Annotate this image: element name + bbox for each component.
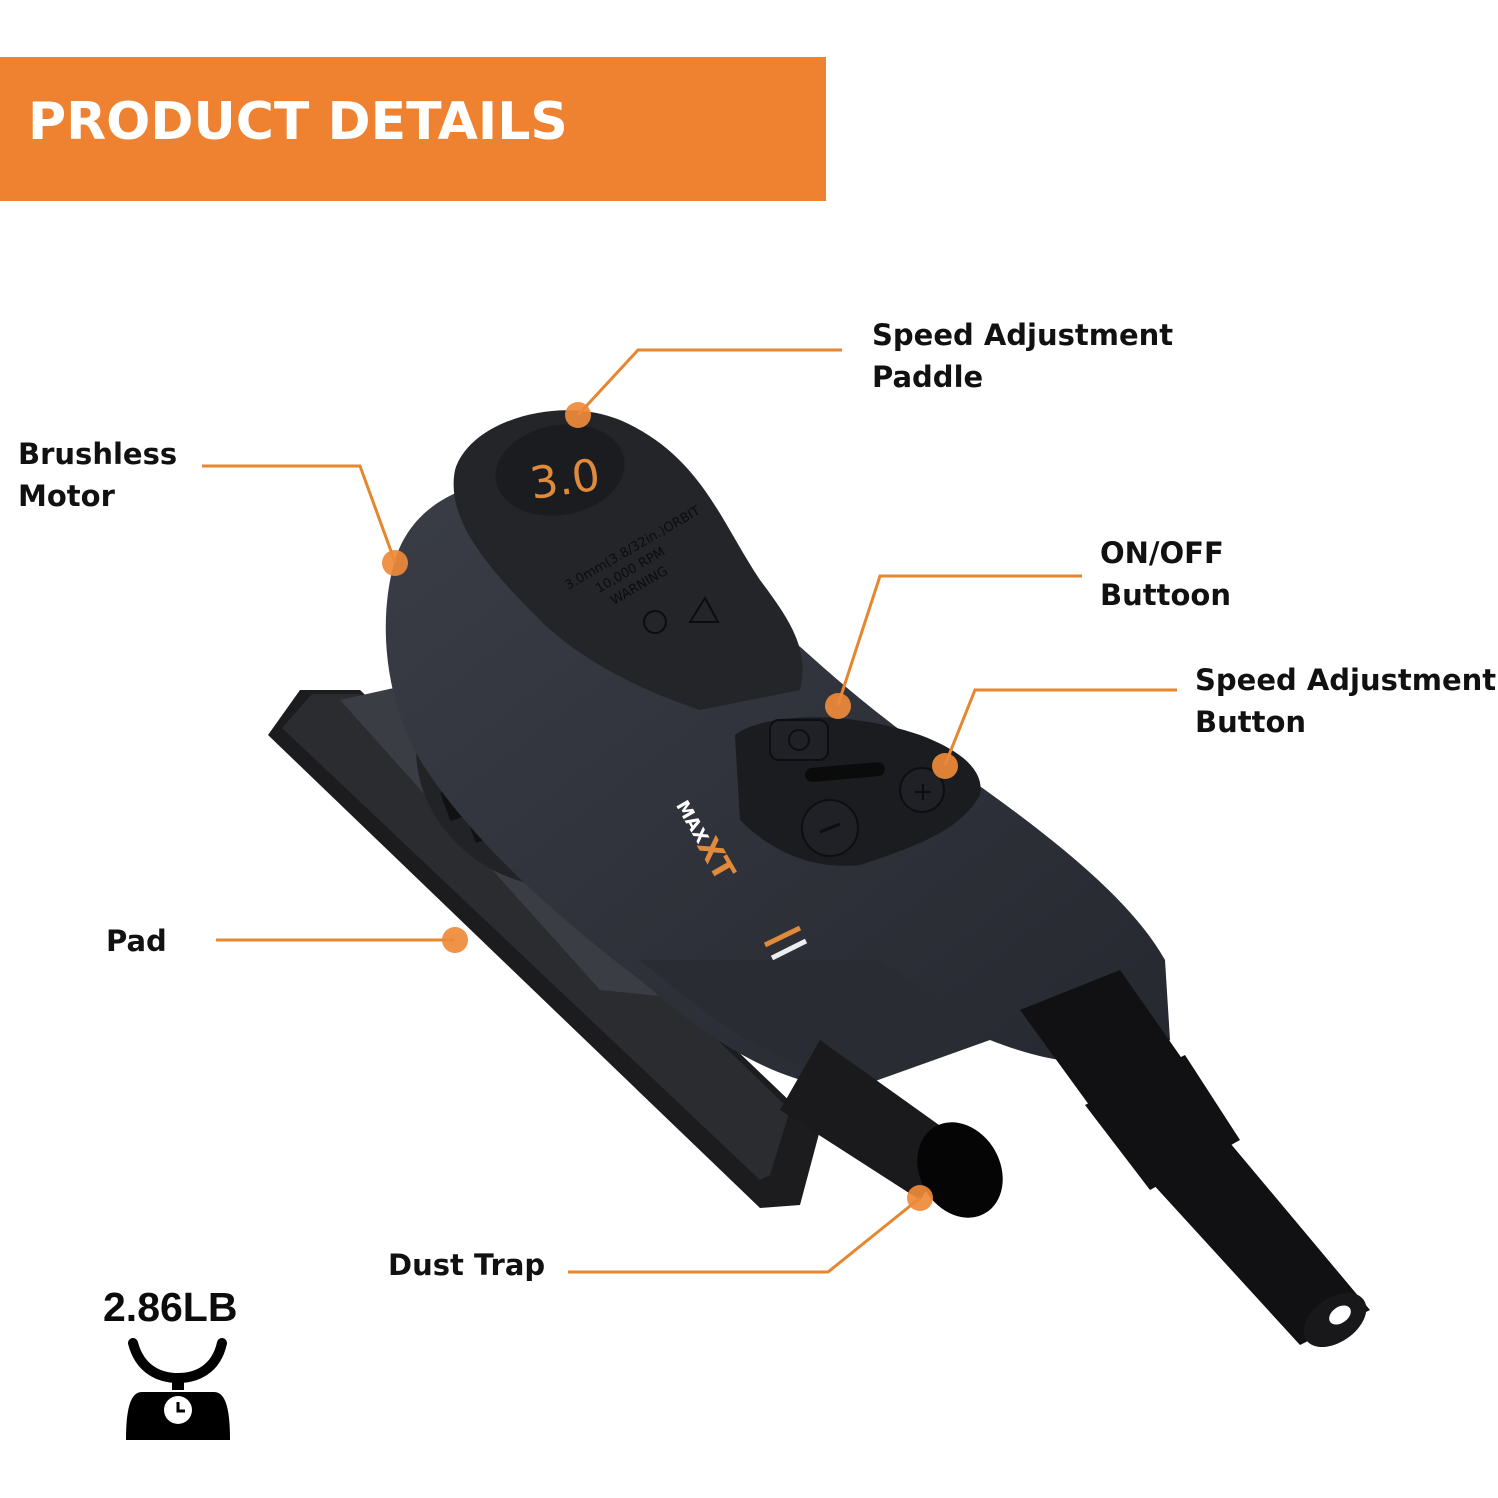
- callout-label: Speed Adjustment: [872, 318, 1174, 352]
- callout-label: Motor: [18, 479, 115, 513]
- speed-adjustment-paddle[interactable]: 3.0 3.0mm(3.8/32in.)ORBIT 10,000 RPM WAR…: [453, 410, 803, 710]
- control-panel: +: [735, 717, 981, 866]
- callout-label: Button: [1195, 705, 1307, 739]
- callout-label: Pad: [106, 924, 167, 958]
- minus-icon: [819, 822, 841, 834]
- page-title: PRODUCT DETAILS: [28, 92, 568, 152]
- plus-icon: +: [912, 777, 934, 807]
- callout-pad: Pad: [106, 920, 167, 962]
- weight-value: 2.86LB: [103, 1284, 238, 1330]
- power-button[interactable]: [769, 719, 829, 761]
- leader-paddle: [576, 348, 842, 417]
- dust-trap-port: [780, 1040, 1003, 1218]
- leader-dust-trap: [568, 1196, 921, 1274]
- speed-indicator: [805, 762, 885, 782]
- callout-brushless-motor: Brushless Motor: [18, 433, 177, 517]
- leader-on-off: [836, 574, 1082, 706]
- callout-label: Brushless: [18, 437, 178, 471]
- callout-label: Speed Adjustment: [1195, 663, 1497, 697]
- scale-icon: [126, 1338, 230, 1440]
- increase-speed-button[interactable]: [899, 767, 945, 813]
- callout-dots: [382, 402, 958, 1211]
- warning-triangle-icon: [688, 596, 720, 623]
- callout-label: Dust Trap: [388, 1248, 546, 1282]
- callout-label: Paddle: [872, 360, 984, 394]
- leader-lines: [202, 348, 1177, 1274]
- accent-stripe: [763, 925, 802, 948]
- callout-dust-trap: Dust Trap: [388, 1244, 545, 1286]
- safety-icon: [643, 610, 667, 634]
- accent-stripe-white: [770, 938, 808, 961]
- power-icon: [788, 729, 810, 751]
- leader-speed-button: [943, 688, 1177, 766]
- speed-display: 3.0: [527, 450, 603, 510]
- cord-strain-relief: [1020, 970, 1370, 1347]
- leader-motor: [202, 464, 397, 563]
- callout-label: Buttoon: [1100, 578, 1231, 612]
- callout-speed-adjustment-paddle: Speed Adjustment Paddle: [872, 314, 1173, 398]
- callout-on-off-button: ON/OFF Buttoon: [1100, 532, 1231, 616]
- callout-speed-adjustment-button: Speed Adjustment Button: [1195, 659, 1496, 743]
- header-banner: [0, 57, 826, 201]
- callout-label: ON/OFF: [1100, 536, 1224, 570]
